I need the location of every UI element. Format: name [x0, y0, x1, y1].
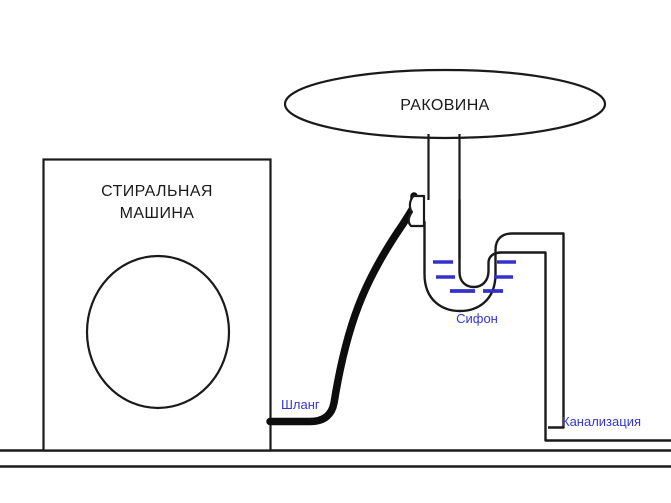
siphon-label: Сифон [456, 311, 498, 326]
siphon-inner-wall [458, 198, 547, 289]
sink-group: РАКОВИНА [283, 68, 607, 140]
hose-label: Шланг [281, 397, 320, 412]
washing-machine-label-line2: МАШИНА [120, 205, 195, 222]
sewer-pipe-outer-wall [548, 233, 565, 429]
siphon-water-lines [433, 260, 516, 293]
sink-tailpiece-group [427, 134, 461, 258]
washing-machine-label-line1: СТИРАЛЬНАЯ [101, 183, 213, 200]
floor-group [0, 449, 671, 468]
siphon-outer-wall [423, 220, 565, 313]
drain-hose-group: Шланг [266, 192, 426, 426]
sink-label: РАКОВИНА [400, 97, 489, 114]
drain-hose-line [266, 192, 418, 426]
sewer-label: Канализация [562, 414, 641, 429]
siphon-group: Сифон [423, 198, 565, 326]
washing-machine-door-icon [85, 254, 231, 410]
sewer-pipe-inner-wall [544, 252, 671, 442]
washing-machine-group: СТИРАЛЬНАЯ МАШИНА [42, 158, 272, 452]
drain-hose-connector-icon [407, 194, 426, 228]
sewer-pipe-group: Канализация [544, 233, 671, 442]
sink-basin [283, 68, 607, 140]
